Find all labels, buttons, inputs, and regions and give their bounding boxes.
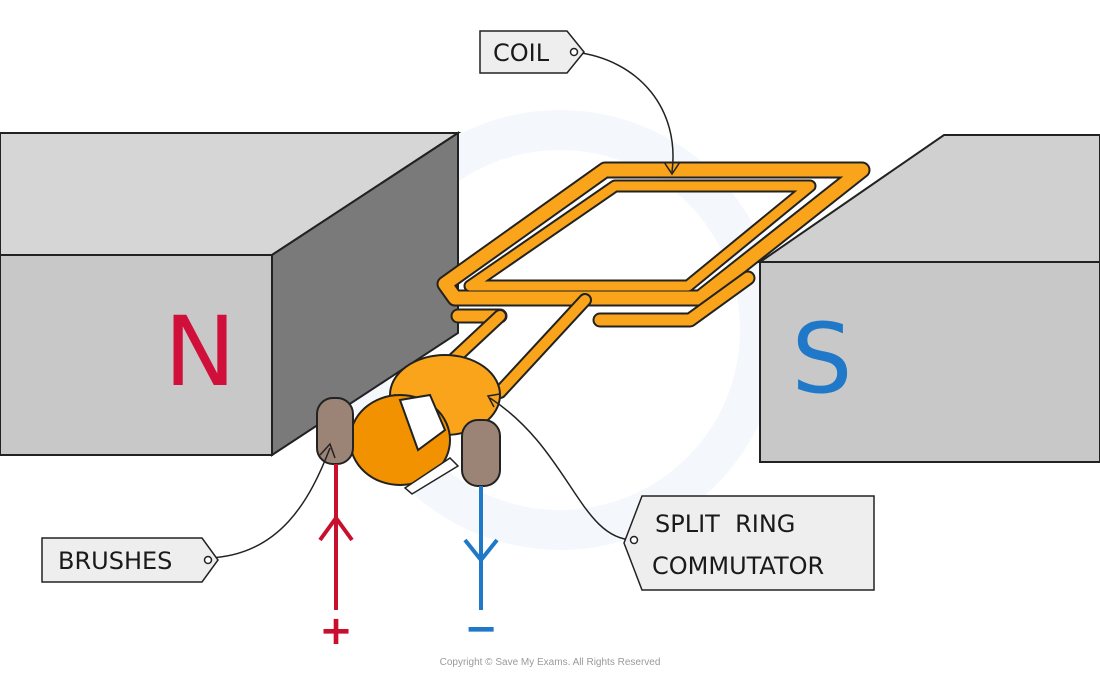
negative-wire: −	[463, 486, 499, 652]
commutator-label-tag: SPLIT RING COMMUTATOR	[486, 393, 875, 591]
brushes-label: BRUSHES	[58, 547, 172, 575]
coil-label: COIL	[493, 39, 550, 67]
brushes-label-tag: BRUSHES	[41, 442, 336, 583]
north-magnet: N	[0, 131, 462, 457]
negative-terminal-sign: −	[464, 606, 498, 652]
positive-terminal-sign: +	[319, 608, 353, 654]
positive-current-arrow	[318, 516, 354, 542]
brush-left	[316, 397, 354, 465]
south-magnet: S	[756, 134, 1100, 463]
north-magnet-front	[0, 254, 273, 456]
commutator-label-line2: COMMUTATOR	[652, 552, 824, 580]
commutator-label-line1: SPLIT RING	[655, 510, 795, 538]
commutator-gap-lower	[403, 457, 460, 495]
split-ring-commutator	[349, 354, 501, 495]
brushes-arrowhead	[319, 442, 336, 459]
brush-right	[461, 419, 501, 487]
positive-wire: +	[318, 464, 354, 654]
south-magnet-front	[759, 261, 1100, 463]
commutator-gap	[398, 393, 447, 452]
copyright-notice: Copyright © Save My Exams. All Rights Re…	[440, 657, 661, 668]
negative-current-arrow	[463, 538, 499, 562]
coil	[433, 161, 871, 399]
coil-outer-winding	[438, 163, 869, 305]
south-pole-label: S	[792, 303, 853, 415]
coil-inner-winding	[465, 181, 815, 291]
south-magnet-top	[756, 134, 1100, 263]
coil-arrowhead	[663, 161, 681, 176]
coil-label-tag: COIL	[479, 30, 681, 176]
commutator-arrowhead	[486, 393, 501, 408]
north-pole-label: N	[164, 296, 236, 408]
